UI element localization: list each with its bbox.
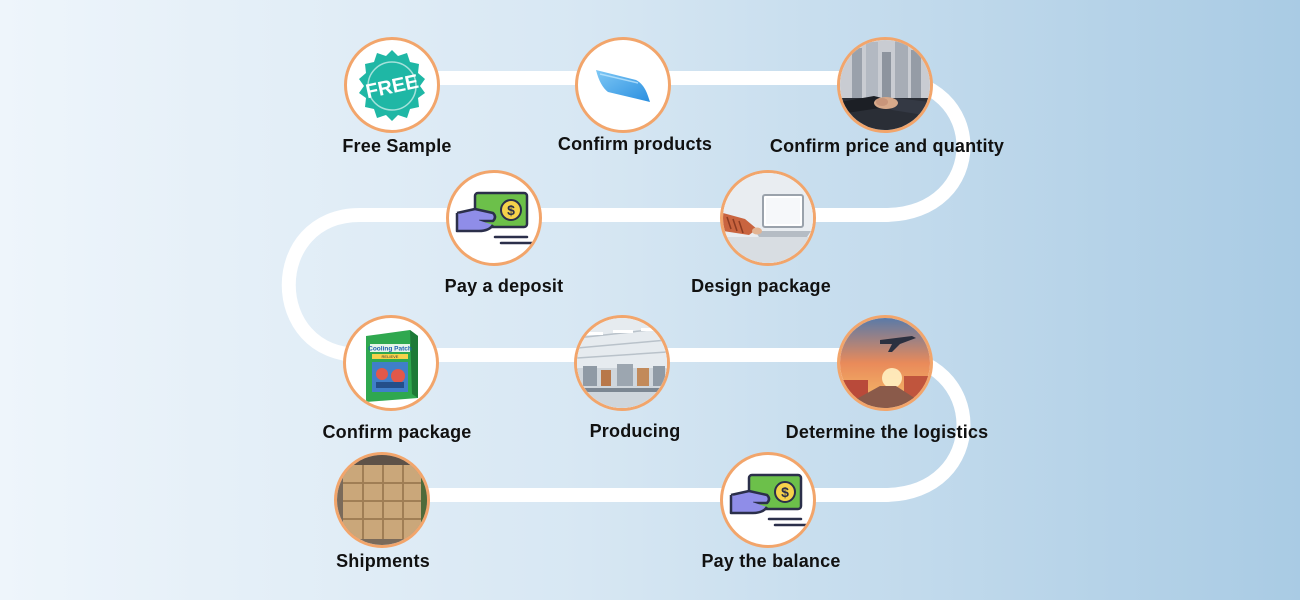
box-title-text: Cooling Patch xyxy=(368,346,412,353)
step-label-confirm-price-and-quantity: Confirm price and quantity xyxy=(769,136,1005,156)
step-logistics-node xyxy=(837,315,933,411)
laptop-design-icon xyxy=(723,173,813,263)
step-label-confirm-package: Confirm package xyxy=(322,422,472,442)
airplane-sunset-icon xyxy=(840,318,930,408)
factory-icon xyxy=(577,318,667,408)
step-pay-deposit-node: $ xyxy=(446,170,542,266)
step-confirm-price-node xyxy=(837,37,933,133)
step-producing-node xyxy=(574,315,670,411)
step-label-determine-the-logistics: Determine the logistics xyxy=(785,422,989,442)
free-badge-icon: FREE xyxy=(359,50,425,121)
step-label-pay-a-deposit: Pay a deposit xyxy=(444,276,564,296)
handshake-icon xyxy=(840,40,930,130)
cooling-sheet-icon xyxy=(596,70,650,102)
step-label-pay-the-balance: Pay the balance xyxy=(701,551,841,571)
hand-money-icon: $ xyxy=(729,473,809,527)
step-label-design-package: Design package xyxy=(691,276,831,296)
step-confirm-package-node: Cooling Patch RELIEVE xyxy=(343,315,439,411)
box-subtitle-text: RELIEVE xyxy=(382,354,399,359)
step-label-shipments: Shipments xyxy=(336,551,430,571)
svg-text:$: $ xyxy=(507,202,515,218)
step-label-free-sample: Free Sample xyxy=(342,136,452,156)
product-box-icon: Cooling Patch RELIEVE xyxy=(366,330,418,402)
svg-text:$: $ xyxy=(781,484,789,500)
step-label-confirm-products: Confirm products xyxy=(557,134,713,154)
step-pay-balance-node: $ xyxy=(720,452,816,548)
cargo-container-icon xyxy=(337,455,427,545)
step-free-sample-node: FREE xyxy=(344,37,440,133)
step-label-producing: Producing xyxy=(589,421,681,441)
step-shipments-node xyxy=(334,452,430,548)
hand-money-icon: $ xyxy=(455,191,535,245)
step-confirm-products-node xyxy=(575,37,671,133)
step-design-package-node xyxy=(720,170,816,266)
